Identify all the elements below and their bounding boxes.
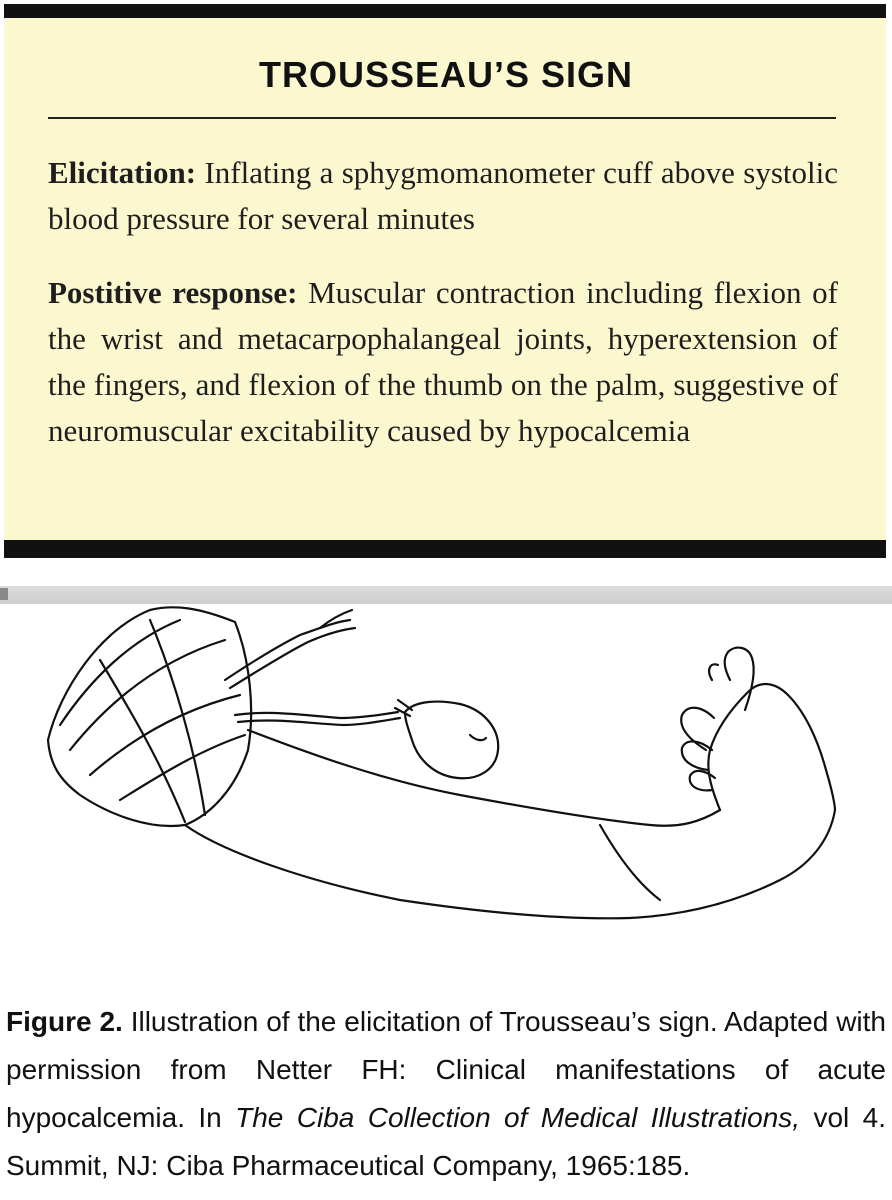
bulb-mark (468, 733, 488, 742)
book-title: The Ciba Collection of Medical Illustrat… (235, 1102, 801, 1133)
finger-3 (688, 769, 717, 792)
caption-text-1: Illustration of the elicitation of Trous… (6, 1006, 886, 1133)
elicitation-text: Inflating a sphygmomanometer cuff above … (48, 155, 838, 236)
figure-caption: Figure 2. Illustration of the elicitatio… (6, 998, 886, 1190)
horizontal-scrollbar[interactable] (0, 586, 892, 604)
tube-4 (228, 626, 357, 690)
hand-palm (707, 683, 837, 812)
bottom-bar (4, 540, 886, 558)
tube-5 (318, 608, 354, 630)
caption-text-2: vol 4. Summit, NJ: Ciba Pharmaceutical C… (6, 1102, 886, 1181)
arm-illustration (46, 606, 837, 920)
tube-3 (223, 618, 352, 682)
figure-label: Figure 2. (6, 1006, 123, 1037)
finger-2 (680, 740, 714, 772)
response-text: Muscular contraction including flexion o… (48, 275, 838, 448)
arm-upper-edge (246, 728, 722, 827)
thumb (723, 646, 755, 712)
box-title: TROUSSEAU’S SIGN (258, 54, 634, 95)
elicitation-paragraph: Elicitation: Inflating a sphygmomanomete… (48, 150, 838, 242)
scroll-thumb[interactable] (0, 588, 8, 600)
tube-1 (233, 710, 400, 720)
bulb-valve (393, 698, 414, 718)
tube-2 (236, 716, 402, 727)
elicitation-label: Elicitation: (48, 155, 197, 190)
finger-4 (708, 663, 720, 682)
info-box (4, 4, 886, 556)
cuff-folds (58, 618, 247, 824)
forearm-crease (598, 823, 662, 902)
top-bar (4, 4, 886, 18)
arm-lower-edge (183, 808, 837, 920)
cuff-outline (46, 606, 253, 827)
response-paragraph: Postitive response: Muscular contraction… (48, 270, 838, 454)
pump-bulb (403, 700, 500, 780)
title-rule (48, 117, 836, 119)
response-label: Postitive response: (48, 275, 298, 310)
